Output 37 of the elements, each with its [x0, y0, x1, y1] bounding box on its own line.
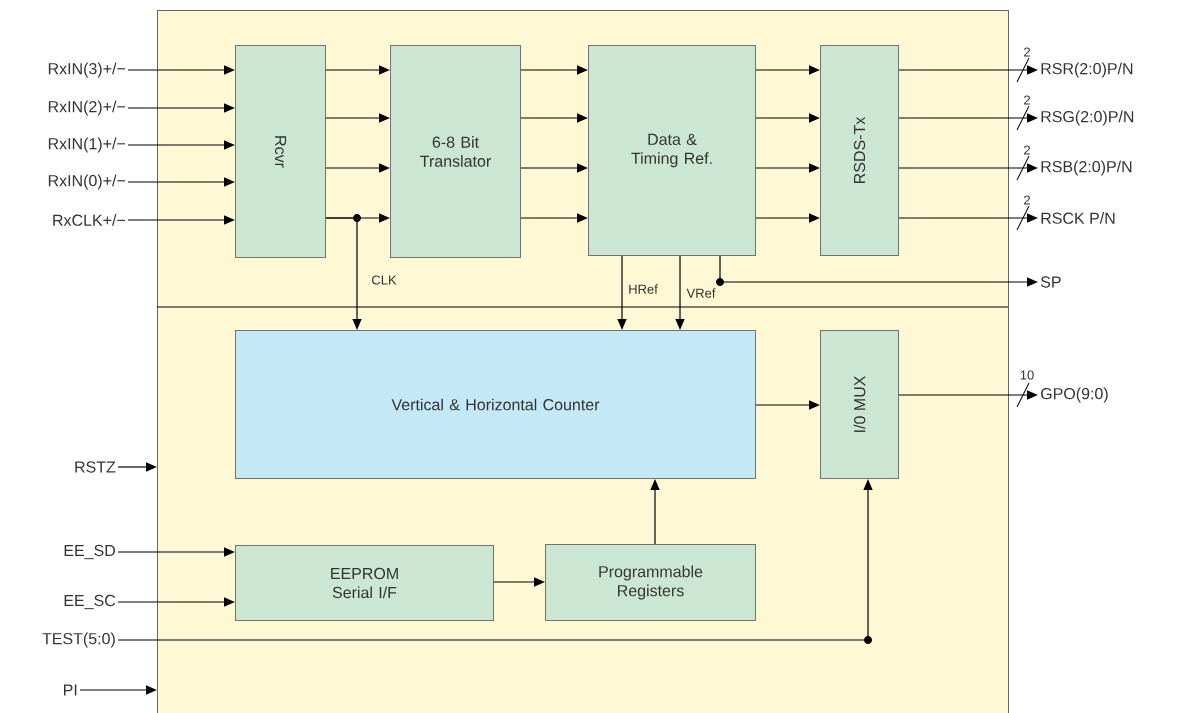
function-block: Rcvr [235, 45, 326, 258]
function-block: RSDS-Tx [820, 45, 899, 256]
signal-label: RxIN(0)+/− [48, 174, 125, 190]
signal-label: RSG(2:0)P/N [1041, 110, 1134, 126]
signal-label: RSR(2:0)P/N [1041, 62, 1133, 78]
function-block: I/0 MUX [820, 330, 899, 479]
function-block: Programmable Registers [545, 544, 756, 621]
edge-label: VRef [685, 287, 717, 299]
function-block: Data & Timing Ref. [588, 45, 756, 256]
arrow [325, 113, 390, 123]
edge-label: 2 [1022, 144, 1032, 156]
function-block: Vertical & Horizontal Counter [235, 330, 756, 479]
arrow [325, 65, 390, 75]
arrow [650, 479, 660, 545]
arrow [325, 163, 390, 173]
edge-label: 2 [1022, 94, 1032, 106]
signal-label: EE_SC [64, 594, 116, 610]
edge-label: 2 [1022, 194, 1032, 206]
signal-label: EE_SD [64, 544, 116, 560]
signal-label: PI [64, 684, 77, 696]
arrow [117, 479, 873, 641]
signal-label: SP [1040, 276, 1061, 288]
signal-label: RxIN(1)+/− [48, 137, 125, 153]
signal-label: RSB(2:0)P/N [1041, 160, 1132, 176]
edge-label: CLK [370, 274, 398, 286]
signal-label: RxIN(2)+/− [48, 100, 125, 116]
signal-label: TEST(5:0) [42, 632, 115, 648]
function-block: 6-8 Bit Translator [390, 45, 521, 258]
edge-label: HRef [627, 283, 659, 295]
edge-label: 10 [1018, 369, 1036, 381]
edge-label: 2 [1022, 46, 1032, 58]
function-block: EEPROM Serial I/F [235, 545, 494, 621]
signal-label: RSCK P/N [1041, 212, 1115, 224]
signal-label: GPO(9:0) [1041, 387, 1108, 403]
signal-label: RxCLK+/− [53, 214, 125, 226]
signal-label: RxIN(3)+/− [48, 62, 125, 78]
signal-label: RSTZ [75, 461, 116, 473]
